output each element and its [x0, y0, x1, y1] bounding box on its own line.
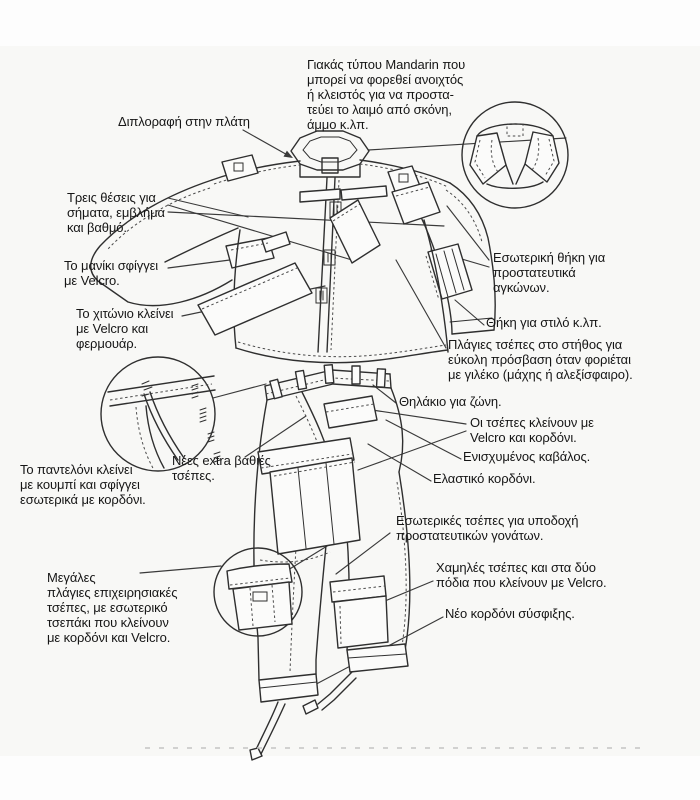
label-mandarin-collar: Γιακάς τύπου Mandarin που μπορεί να φορε… — [307, 57, 466, 132]
label-crotch: Ενισχυμένος καβάλος. — [463, 449, 591, 464]
label-jacket-closure: Το χιτώνιο κλείνει με Velcro και φερμουά… — [76, 306, 174, 351]
label-elastic-cord: Ελαστικό κορδόνι. — [433, 471, 536, 486]
arrowhead — [283, 150, 293, 158]
label-insignia: Τρεις θέσεις για σήματα, εμβλήμα και βαθ… — [67, 190, 165, 235]
label-belt-loop: Θηλάκιο για ζώνη. — [399, 394, 502, 409]
waist-detail-circle — [100, 356, 221, 472]
label-pocket-closure: Οι τσέπες κλείνουν με Velcro και κορδόνι… — [470, 415, 594, 445]
jacket-drawing — [90, 130, 496, 364]
label-pen-pocket: Θήκη για στιλό κ.λπ. — [486, 315, 602, 330]
bartack-stitches — [191, 383, 221, 463]
label-low-pockets: Χαμηλές τσέπες και στα δύο πόδια που κλε… — [436, 560, 607, 590]
label-back-seam: Διπλοραφή στην πλάτη — [118, 114, 250, 129]
belt-loops — [269, 363, 387, 400]
label-new-drawcord: Νέο κορδόνι σύσφιξης. — [445, 606, 575, 621]
trousers-drawing — [249, 363, 411, 761]
collar-detail-circle — [461, 101, 569, 209]
label-knee-pads: Εσωτερικές τσέπες για υποδοχή προστατευτ… — [396, 513, 579, 543]
label-elbow-pads: Εσωτερική θήκη για προστατευτικά αγκώνων… — [493, 250, 606, 295]
label-sleeve-velcro: Το μανίκι σφίγγει με Velcro. — [64, 258, 159, 288]
label-cargo-pockets: Μεγάλες πλάγιες επιχειρησιακές τσέπες, μ… — [47, 570, 178, 645]
pocket-detail-circle — [213, 547, 303, 637]
label-trousers-closure: Το παντελόνι κλείνει με κουμπί και σφίγγ… — [20, 462, 146, 507]
label-chest-pockets: Πλάγιες τσέπες στο στήθος για εύκολη πρό… — [448, 337, 633, 382]
label-deep-pockets: Νέες extra βαθιές τσέπες. — [172, 453, 271, 483]
